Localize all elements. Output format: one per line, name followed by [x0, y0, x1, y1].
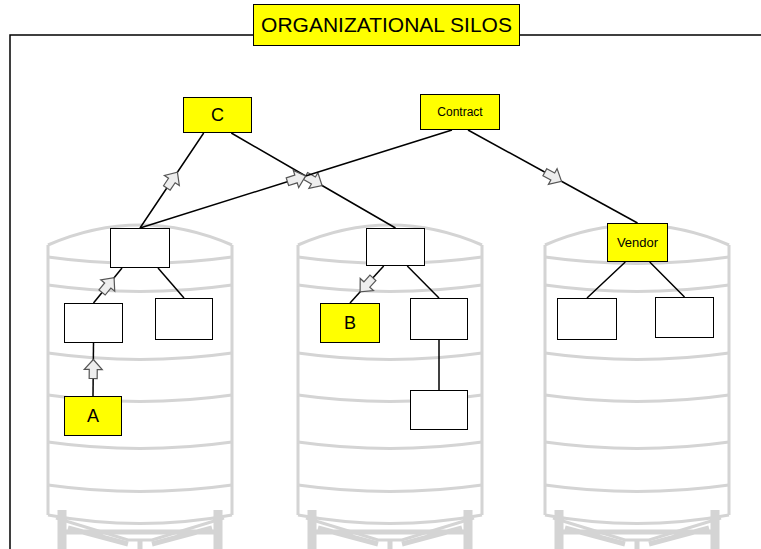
connector-line — [350, 266, 384, 303]
silo — [545, 225, 729, 549]
connector-line — [650, 262, 685, 297]
org-box — [410, 298, 468, 340]
highlighted-box: Contract — [420, 94, 500, 130]
connector-line — [158, 268, 184, 298]
highlighted-box: B — [320, 303, 380, 343]
connector-line — [92, 343, 94, 396]
connector-line — [438, 340, 440, 390]
box-label: C — [211, 105, 224, 126]
org-box — [110, 228, 170, 268]
silo — [48, 225, 232, 549]
org-box — [366, 228, 425, 266]
org-box — [155, 298, 213, 340]
org-box — [64, 303, 123, 343]
connector-line — [407, 266, 439, 298]
org-box — [410, 390, 468, 430]
highlighted-box: A — [64, 396, 122, 436]
highlighted-box: Vendor — [607, 223, 668, 262]
box-label: B — [344, 313, 356, 334]
silo — [298, 225, 482, 549]
box-label: Vendor — [617, 235, 658, 250]
connector-line — [468, 130, 638, 223]
org-box — [655, 297, 714, 338]
connector-line — [140, 130, 452, 228]
highlighted-box: C — [183, 97, 252, 133]
box-label: Contract — [437, 105, 482, 119]
title-text: ORGANIZATIONAL SILOS — [261, 13, 512, 37]
connector-line — [140, 133, 204, 228]
connector-line — [231, 133, 395, 228]
box-label: A — [87, 406, 99, 427]
frame-line — [10, 35, 761, 549]
org-box — [557, 298, 617, 340]
connector-line — [94, 268, 123, 303]
title-box: ORGANIZATIONAL SILOS — [253, 4, 520, 46]
connector-line — [587, 262, 625, 298]
